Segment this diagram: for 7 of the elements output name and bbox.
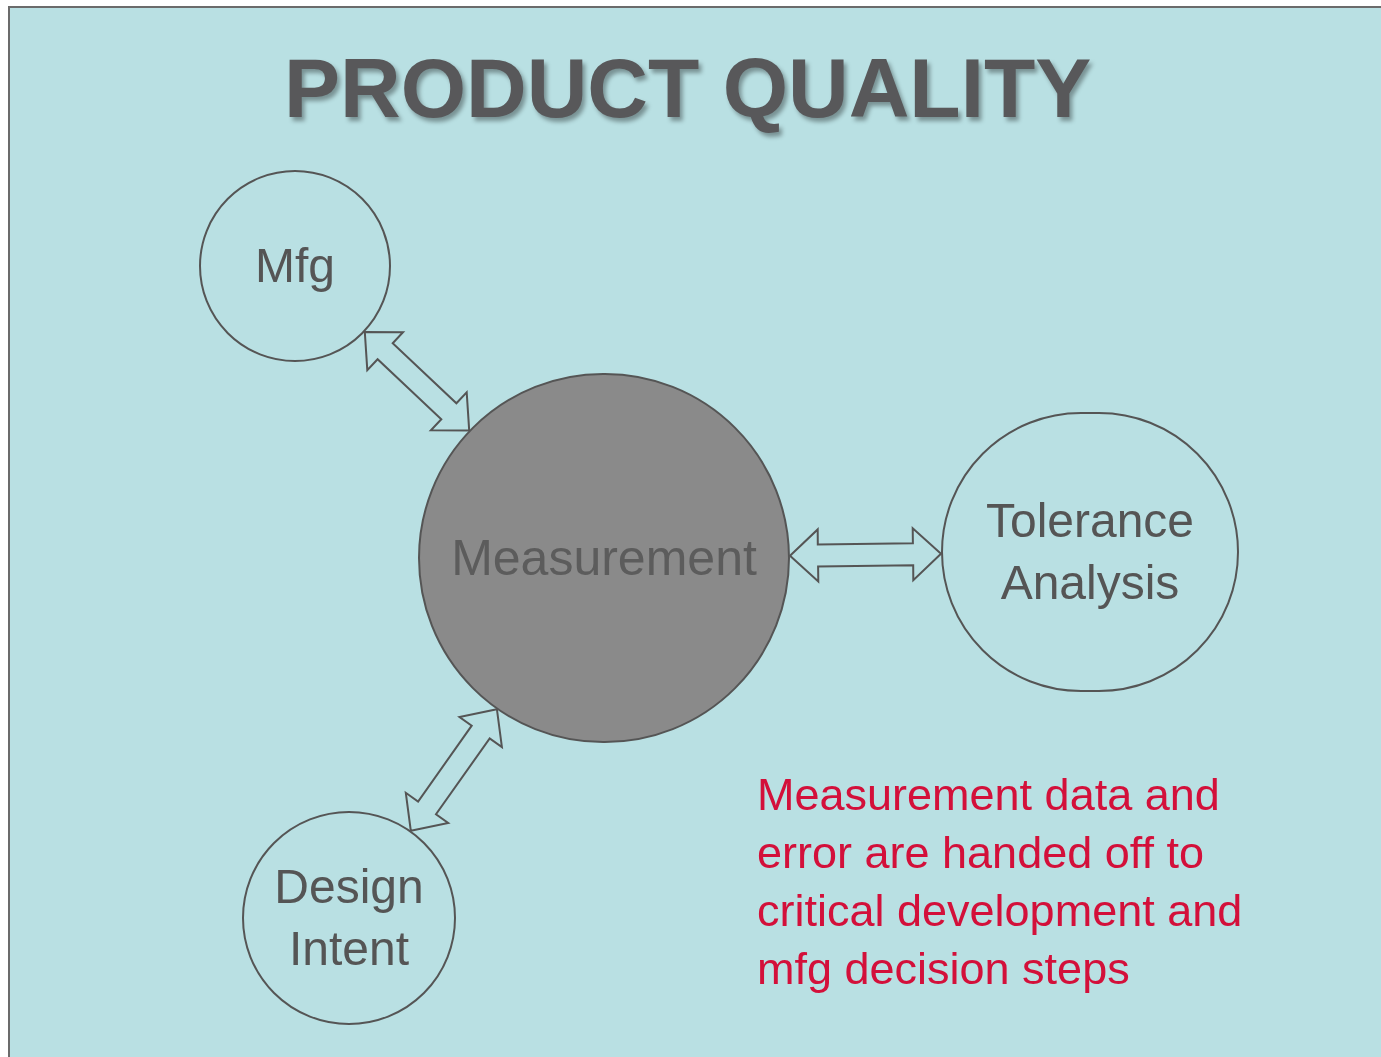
node-label: Tolerance Analysis [984, 492, 1196, 611]
node-label: Mfg [254, 238, 336, 294]
double-block-arrow [363, 330, 471, 432]
double-block-arrow [788, 525, 943, 584]
note-text: Measurement data and error are handed off to critical development and mfg decision steps [757, 768, 1244, 996]
node-label: Design Intent [273, 858, 425, 977]
double-block-arrow [404, 708, 504, 832]
